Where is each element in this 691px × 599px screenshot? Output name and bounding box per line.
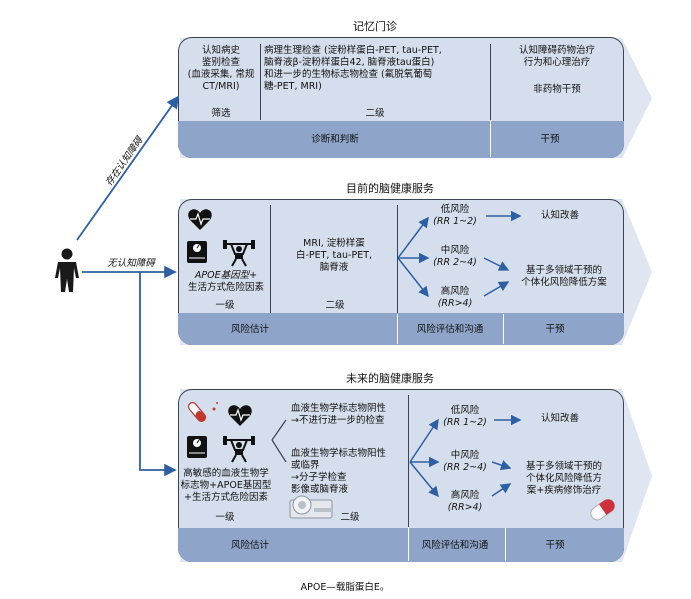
future-service-positive-text: 血液生物学标志物阳性 或临界 →分子学检查 影像或脑脊液	[291, 448, 387, 495]
memory-clinic-treatment-text: 认知障碍药物治疗 行为和心理治疗	[518, 45, 595, 68]
current-service-secondary-text: MRI, 淀粉样蛋 白-PET, tau-PET, 脑脊液	[295, 238, 373, 273]
scanner-icon	[289, 495, 333, 519]
arrow-to-future-service	[139, 272, 177, 477]
weight-scale-icon	[187, 436, 207, 458]
future-service-secondary-label: 二级	[340, 512, 360, 523]
arrow-to-memory-clinic	[76, 95, 180, 241]
heart-rate-icon	[228, 405, 252, 426]
future-primary-bracket	[271, 419, 287, 463]
future-service-bar	[178, 528, 624, 562]
pill-icon	[590, 498, 616, 521]
future-service-mid-risk: 中风险 (RR 2~4)	[443, 450, 487, 473]
future-service-panel	[178, 389, 624, 562]
current-service-bar	[178, 313, 624, 345]
current-service-mid-risk: 中风险 (RR 2~4)	[433, 245, 477, 268]
current-service-primary-text: APOE基因型+ 生活方式危险因素	[187, 270, 264, 293]
memory-clinic-panel	[178, 37, 624, 158]
future-service-negative-text: 血液生物学标志物阴性 →不进行进一步的检查	[291, 403, 387, 426]
current-service-low-risk: 低风险 (RR 1~2)	[433, 204, 477, 227]
memory-clinic-screening-text: 认知病史 鉴别检查 (血液采集, 常规 CT/MRI)	[187, 45, 255, 92]
current-service-outcome-plan: 基于多领域干预的 个体化风险降低方案	[521, 265, 607, 288]
current-service-bar-left: 风险估计	[230, 324, 269, 335]
future-service-outcome-plan: 基于多领域干预的 个体化风险降低方 案+疾病修饰治疗	[525, 461, 602, 496]
current-service-high-risk: 高风险 (RR>4)	[437, 286, 473, 309]
person-icon	[55, 248, 79, 292]
future-service-bar-left: 风险估计	[230, 540, 269, 551]
future-service-primary-text: 高敏感的血液生物学 标志物+APOE基因型 +生活方式危险因素	[180, 468, 272, 503]
future-service-bar-mid: 风险评估和沟通	[421, 540, 489, 551]
current-risk-branch-arrows	[397, 210, 522, 298]
current-service-secondary-label: 二级	[325, 300, 345, 311]
future-service-high-risk: 高风险 (RR>4)	[447, 490, 483, 513]
current-service-bar-right: 干预	[545, 324, 565, 335]
memory-clinic-screening-label: 筛选	[211, 108, 231, 119]
future-risk-branch-arrows	[409, 414, 522, 498]
memory-clinic-bar-right: 干预	[540, 134, 560, 145]
memory-clinic-title: 记忆门诊	[353, 20, 397, 33]
future-service-title: 未来的脑健康服务	[346, 372, 434, 385]
footnote: APOE—载脂蛋白E。	[300, 582, 390, 593]
current-service-panel	[178, 199, 624, 345]
current-service-title: 目前的脑健康服务	[346, 182, 434, 195]
memory-clinic-tests-text: 病理生理检查 (淀粉样蛋白-PET, tau-PET, 脑脊液β-淀粉样蛋白42…	[264, 45, 442, 92]
weightlifter-icon	[223, 436, 255, 463]
memory-clinic-bar	[178, 121, 624, 158]
current-service-bar-mid: 风险评估和沟通	[416, 324, 484, 335]
future-service-bar-right: 干预	[545, 540, 565, 551]
test-tube-icon	[187, 402, 218, 422]
memory-clinic-secondary-label: 二级	[365, 108, 385, 119]
memory-clinic-nonpharm-label: 非药物干预	[533, 84, 581, 95]
current-service-outcome-improve: 认知改善	[540, 210, 579, 221]
current-service-primary-label: 一级	[215, 300, 235, 311]
future-service-primary-label: 一级	[215, 512, 235, 523]
weight-scale-icon	[187, 241, 207, 263]
memory-clinic-bar-left: 诊断和判断	[311, 134, 359, 145]
without-impairment-label: 无认知障碍	[107, 258, 155, 269]
weightlifter-icon	[223, 240, 255, 267]
heart-rate-icon	[188, 209, 212, 230]
future-service-outcome-improve: 认知改善	[540, 413, 579, 424]
future-service-low-risk: 低风险 (RR 1~2)	[443, 405, 487, 428]
